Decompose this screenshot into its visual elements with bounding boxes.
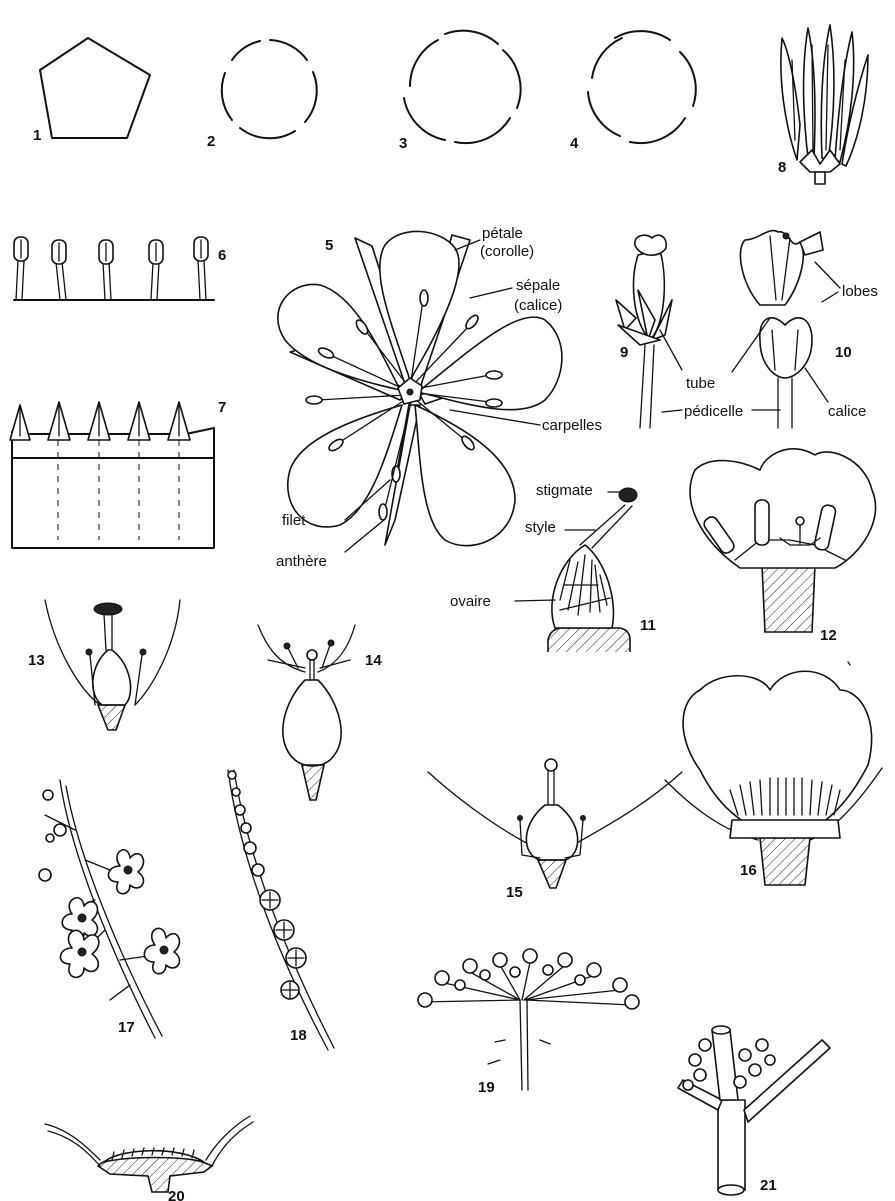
label-filet: filet: [282, 512, 306, 529]
fig-20-capitulum-section: 20: [45, 1116, 253, 1201]
fig-8-number: 8: [778, 159, 786, 176]
fig-21-number: 21: [760, 1177, 777, 1194]
fig-1-pentagon: 1: [33, 38, 150, 144]
fig-13-number: 13: [28, 652, 45, 669]
anther: [48, 402, 70, 440]
fig-10-gamopetalous-flower: 10: [740, 231, 851, 428]
fig-6-free-stamens: 6: [14, 237, 226, 300]
fig-3-number: 3: [399, 135, 407, 152]
fig-17-inflorescence: 17: [39, 780, 179, 1038]
fig-16-flower-section: 16: [665, 662, 882, 885]
anther: [10, 405, 30, 440]
label-calice: calice: [828, 403, 866, 420]
fig-4-number: 4: [570, 135, 579, 152]
fig-19-number: 19: [478, 1079, 495, 1096]
label-lobes: lobes: [842, 283, 878, 300]
fig-13-hypogynous-flower: 13: [28, 600, 180, 730]
label-stigmate: stigmate: [536, 482, 593, 499]
fig-4-contorted-circle: 4: [570, 31, 696, 152]
fig-18-number: 18: [290, 1027, 307, 1044]
fig-17-number: 17: [118, 1019, 135, 1036]
stamen: [52, 240, 66, 300]
stamen: [99, 240, 113, 300]
label-calice-paren: (calice): [514, 297, 562, 314]
fig-15-number: 15: [506, 884, 523, 901]
fig-14-number: 14: [365, 652, 382, 669]
fig-19-umbel: 19: [418, 949, 639, 1096]
label-petale: pétale: [482, 225, 523, 242]
label-ovaire: ovaire: [450, 593, 491, 610]
label-sepale: sépale: [516, 277, 560, 294]
stamen: [149, 240, 163, 300]
label-style: style: [525, 519, 556, 536]
label-pedicelle: pédicelle: [684, 403, 743, 420]
fig-20-number: 20: [168, 1188, 185, 1201]
fig-2-valvate-circle: 2: [207, 40, 317, 150]
small-buds: [228, 771, 264, 876]
fig-1-number: 1: [33, 127, 41, 144]
fig-14-epigynous-flower: 14: [258, 625, 382, 800]
fig-9-tubular-flower: 9: [616, 235, 672, 428]
anther: [168, 402, 190, 440]
fig-11-number: 11: [640, 617, 656, 634]
fig-10-number: 10: [835, 344, 852, 361]
label-tube: tube: [686, 375, 715, 392]
fig-18-raceme: 18: [228, 770, 334, 1050]
fig-16-number: 16: [740, 862, 757, 879]
stamen: [14, 237, 28, 300]
fig-21-glomerule: 21: [678, 1026, 830, 1195]
fig-2-number: 2: [207, 133, 215, 150]
label-corolle: (corolle): [480, 243, 534, 260]
stamen: [194, 237, 208, 300]
fig-5-number: 5: [325, 237, 333, 254]
fig-3-imbricate-circle: 3: [399, 31, 521, 152]
fig-12-flower-section: 12: [690, 449, 876, 644]
fig-12-number: 12: [820, 627, 837, 644]
fig-15-flower: 15: [428, 759, 682, 901]
label-carpelles: carpelles: [542, 417, 602, 434]
open-florets: [260, 890, 306, 999]
anther: [88, 402, 110, 440]
label-anthere: anthère: [276, 553, 327, 570]
anther: [128, 402, 150, 440]
fig-8-flower-bud: 8: [778, 25, 868, 184]
fig-7-connate-stamens: 7: [10, 399, 226, 548]
fig-9-number: 9: [620, 344, 628, 361]
fig-7-number: 7: [218, 399, 226, 416]
fig-6-number: 6: [218, 247, 226, 264]
